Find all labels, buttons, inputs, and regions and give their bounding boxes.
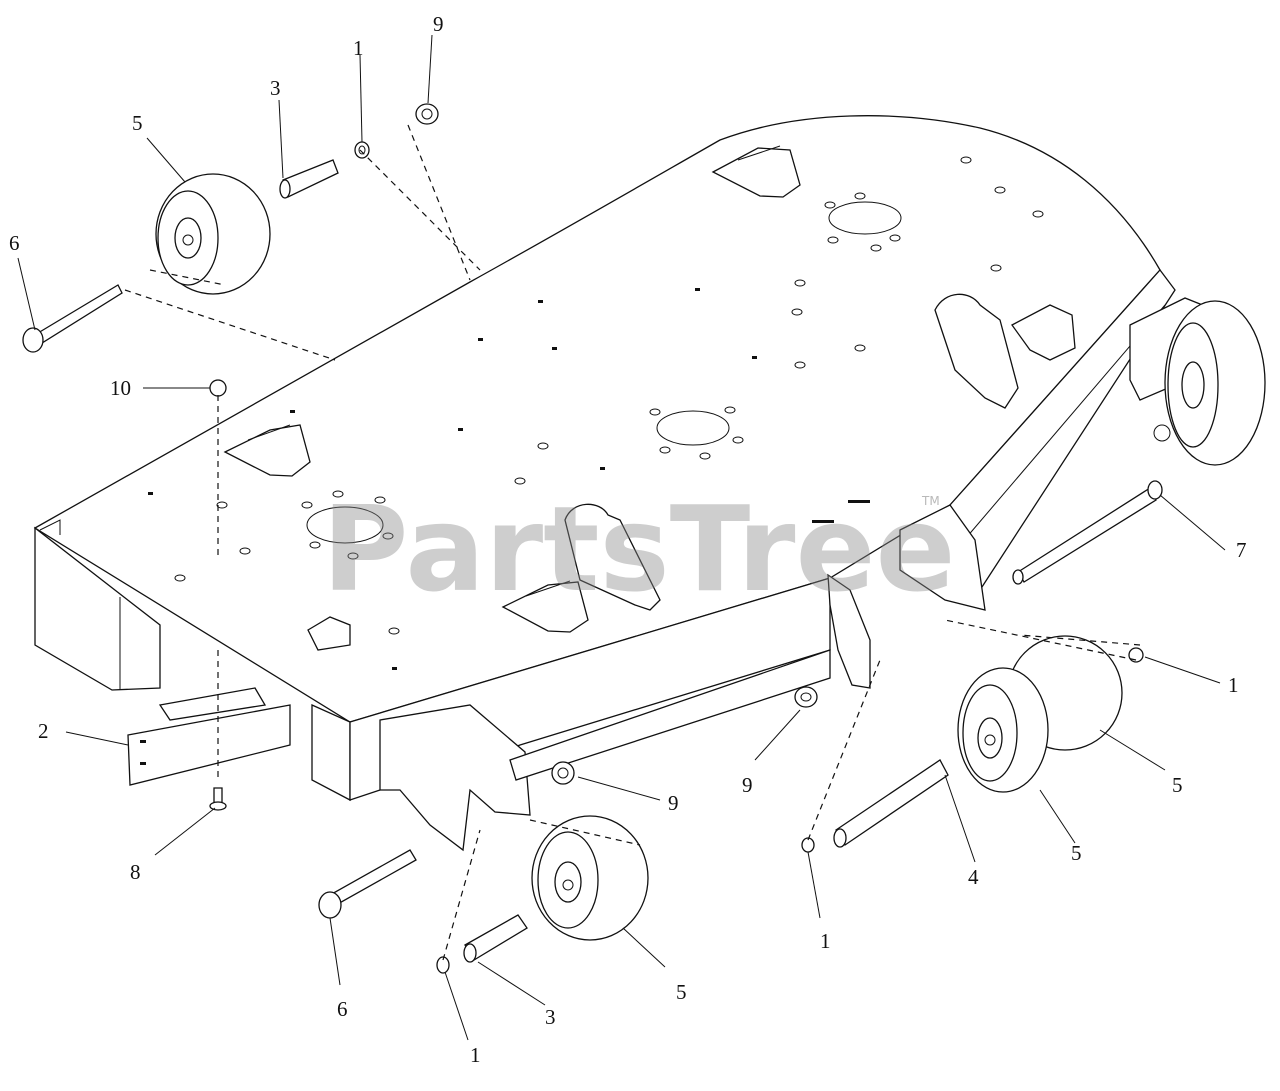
callout-6: 6 (9, 231, 20, 255)
callout-1: 1 (820, 929, 831, 953)
callout-9: 9 (668, 791, 679, 815)
nut-1-right (1128, 647, 1144, 663)
callout-8: 8 (130, 860, 141, 884)
callout-5: 5 (1071, 841, 1082, 865)
axle-bolt-6-top (22, 284, 123, 353)
blade-opening-center (656, 410, 730, 446)
callout-3: 3 (270, 76, 281, 100)
callout-5: 5 (1172, 773, 1183, 797)
spacer-tube-4 (833, 759, 949, 848)
axle-bolt-7 (1012, 480, 1163, 585)
leader-lines (17, 34, 1226, 1041)
watermark-trademark: TM (921, 494, 940, 508)
spacer-tube-3-top (279, 159, 339, 199)
roller-front-bottom (531, 815, 649, 941)
callout-1: 1 (470, 1043, 481, 1067)
callout-2: 2 (38, 719, 49, 743)
nut-1-mid (801, 837, 815, 853)
roller-right-lower-front (957, 667, 1049, 793)
alignment-lines (124, 124, 1141, 961)
nut-1-top (354, 141, 370, 159)
callout-7: 7 (1236, 538, 1247, 562)
blade-opening-right (828, 201, 902, 235)
callout-10: 10 (110, 376, 131, 400)
roller-right-upper (1153, 300, 1266, 466)
nut-9-front (551, 761, 575, 785)
deck-skirt-front (311, 703, 351, 802)
baffle-bracket-2 (127, 687, 291, 786)
callout-4: 4 (968, 865, 979, 889)
callout-1: 1 (1228, 673, 1239, 697)
callout-9: 9 (433, 12, 444, 36)
deck-skirt-left (34, 526, 161, 691)
deck-slots (148, 288, 870, 670)
axle-bolt-6-bottom (318, 849, 417, 919)
callout-6: 6 (337, 997, 348, 1021)
callout-labels: 1 1 1 1 2 3 3 4 5 5 5 5 6 6 7 8 9 9 9 10 (9, 12, 1247, 1067)
watermark-text: PartsTree (322, 480, 956, 618)
deck-bolt-holes (174, 156, 1044, 635)
callout-9: 9 (742, 773, 753, 797)
front-roller-mounts (379, 573, 871, 852)
bolt-8 (209, 787, 227, 811)
deck-brackets (223, 145, 1076, 651)
blade-opening-left (306, 506, 384, 544)
nut-1-bottom (436, 956, 450, 974)
nut-9-right (794, 686, 818, 708)
washer-9-top (415, 103, 439, 125)
callout-5: 5 (132, 111, 143, 135)
roller-top-left (155, 173, 271, 295)
callout-1: 1 (353, 36, 364, 60)
nut-10 (209, 379, 227, 397)
deck-top-plate (33, 115, 1161, 723)
spacer-tube-3-bottom (463, 914, 528, 963)
callout-5: 5 (676, 980, 687, 1004)
callout-3: 3 (545, 1005, 556, 1029)
